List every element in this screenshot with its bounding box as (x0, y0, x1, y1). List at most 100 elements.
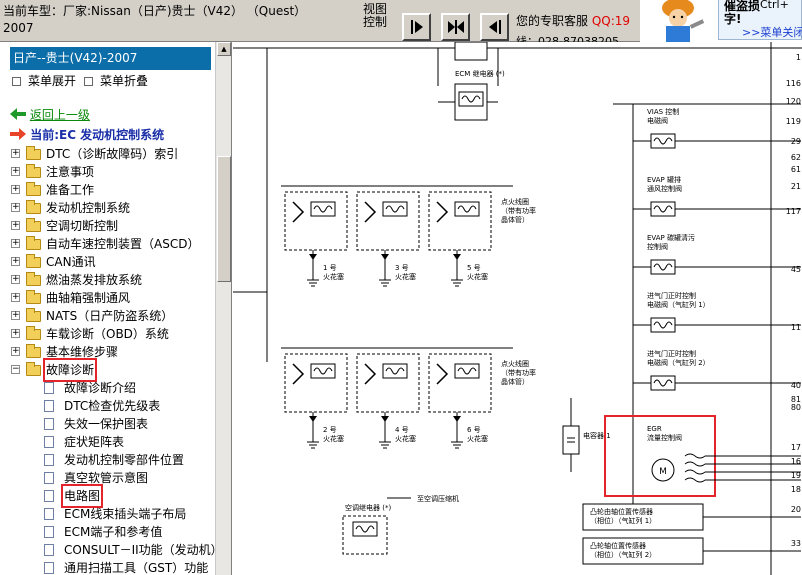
tree-folder-item[interactable]: + 准备工作 (0, 181, 215, 199)
tree-folder-item[interactable]: + CAN通讯 (0, 253, 215, 271)
tree-folder-item[interactable]: + 基本维修步骤 (0, 343, 215, 361)
spark-plug-number: 6 号 (467, 426, 481, 434)
tree-page-label[interactable]: 电路图 (60, 484, 104, 508)
tree-page-label[interactable]: ECM端子和参考值 (64, 525, 163, 539)
ignition-coil-winding (454, 201, 480, 217)
tree-folder-label[interactable]: 准备工作 (46, 183, 95, 197)
tree-folder-item[interactable]: + NATS（日产防盗系统） (0, 307, 215, 325)
back-up-label: 返回上一级 (29, 108, 90, 122)
expand-toggle-icon[interactable]: + (11, 274, 20, 284)
coil-winding (653, 137, 673, 145)
tree-page-label[interactable]: 通用扫描工具（GST）功能 (64, 561, 209, 575)
ecm-pin-number: 21 (791, 182, 801, 191)
tree-folder-label[interactable]: 故障诊断 (42, 358, 98, 382)
sidebar-scrollbar[interactable]: ▲ (215, 42, 231, 575)
tree-folder-label[interactable]: CAN通讯 (46, 255, 96, 269)
tree-folder-label[interactable]: 空调切断控制 (46, 219, 119, 233)
forward-button[interactable] (402, 13, 431, 41)
tree-page-item[interactable]: 电路图 (0, 484, 215, 508)
document-icon (44, 526, 54, 538)
tree-folder-label[interactable]: 自动车速控制装置（ASCD） (46, 237, 200, 251)
ivt2-label: 电磁阀（气缸列 2） (647, 358, 710, 367)
tree-folder-label[interactable]: 基本维修步骤 (46, 345, 119, 359)
tree-folder-label[interactable]: 发动机控制系统 (46, 201, 131, 215)
tree-folder-label[interactable]: 车载诊断（OBD）系统 (46, 327, 169, 341)
expand-toggle-icon[interactable]: + (11, 346, 20, 356)
collapse-menu-button[interactable]: 菜单折叠 (84, 74, 148, 88)
tree-folder-label[interactable]: 注意事项 (46, 165, 95, 179)
tree-page-item[interactable]: ECM线束插头端子布局 (0, 505, 215, 523)
document-icon (44, 436, 54, 448)
expand-toggle-icon[interactable]: + (11, 238, 20, 248)
tree-page-item[interactable]: ECM端子和参考值 (0, 523, 215, 541)
tree-page-item[interactable]: 症状矩阵表 (0, 433, 215, 451)
tree-folder-item[interactable]: − 故障诊断 (0, 358, 215, 382)
tree-page-item[interactable]: 通用扫描工具（GST）功能 (0, 559, 215, 575)
view-control-label: 视图 控制 (363, 3, 387, 29)
tree-folder-item[interactable]: + DTC（诊断故障码）索引 (0, 145, 215, 163)
tree-page-item[interactable]: 失效一保护图表 (0, 415, 215, 433)
view-control-line-2: 控制 (363, 15, 388, 29)
expand-toggle-icon[interactable]: + (11, 202, 20, 212)
tree-folder-item[interactable]: + 曲轴箱强制通风 (0, 289, 215, 307)
close-menu-link[interactable]: >>菜单关闭 (742, 26, 802, 39)
scrollbar-thumb[interactable] (217, 156, 231, 282)
expand-toggle-icon[interactable]: + (11, 292, 20, 302)
expand-menu-button[interactable]: 菜单展开 (12, 74, 76, 88)
tree-folder-label[interactable]: 燃油蒸发排放系统 (46, 273, 143, 287)
tree-folder-item[interactable]: + 车载诊断（OBD）系统 (0, 325, 215, 343)
tree-page-label[interactable]: 故障诊断介绍 (64, 381, 137, 395)
spark-plug-number: 4 号 (395, 426, 409, 434)
scroll-up-arrow[interactable]: ▲ (217, 42, 231, 56)
tree-folder-label[interactable]: 曲轴箱强制通风 (46, 291, 131, 305)
cam-sensor-1-label: （相位）（气缸列 1） (590, 516, 656, 525)
tree-page-label[interactable]: CONSULT－II功能（发动机） (64, 543, 223, 557)
tree-folder-label[interactable]: DTC（诊断故障码）索引 (46, 147, 179, 161)
ecm-pin-number: 119 (786, 117, 801, 126)
coil-winding (457, 367, 477, 375)
tree-page-label[interactable]: 发动机控制零部件位置 (64, 453, 185, 467)
tree-page-label[interactable]: 失效一保护图表 (64, 417, 149, 431)
expand-toggle-icon[interactable]: + (11, 148, 20, 158)
collapse-toggle-icon[interactable]: − (11, 364, 20, 374)
back-button[interactable] (480, 13, 509, 41)
coil-box (650, 317, 676, 333)
egr-label: EGR (647, 425, 662, 433)
expand-toggle-icon[interactable]: + (11, 220, 20, 230)
tree-page-label[interactable]: 真空软管示意图 (64, 471, 149, 485)
tree-page-label[interactable]: DTC检查优先级表 (64, 399, 161, 413)
expand-toggle-icon[interactable]: + (11, 166, 20, 176)
center-button[interactable] (441, 13, 470, 41)
ignition-coil-winding (382, 363, 408, 379)
ground-icon (379, 279, 391, 287)
tree-folder-item[interactable]: + 自动车速控制装置（ASCD） (0, 235, 215, 253)
service-qq[interactable]: QQ:19 (591, 14, 631, 28)
tree-page-item[interactable]: 真空软管示意图 (0, 469, 215, 487)
tree-page-item[interactable]: 故障诊断介绍 (0, 379, 215, 397)
tree-page-item[interactable]: CONSULT－II功能（发动机） (0, 541, 223, 559)
ecm-pin-number: 45 (791, 265, 801, 274)
ecm-pin-number: 17 (791, 443, 801, 452)
folder-icon (26, 200, 41, 214)
tree-page-item[interactable]: 发动机控制零部件位置 (0, 451, 215, 469)
tree-folder-item[interactable]: + 注意事项 (0, 163, 215, 181)
tree-page-label[interactable]: 症状矩阵表 (64, 435, 125, 449)
expand-toggle-icon[interactable]: + (11, 256, 20, 266)
tree-folder-label[interactable]: NATS（日产防盗系统） (46, 309, 174, 323)
spark-plug-label: 火花塞 (395, 272, 416, 281)
ignition-coil-label-top: 点火线圈 (501, 197, 529, 206)
tree-folder-item[interactable]: + 空调切断控制 (0, 217, 215, 235)
expand-toggle-icon[interactable]: + (11, 328, 20, 338)
expand-toggle-icon[interactable]: + (11, 184, 20, 194)
tree-folder-item[interactable]: + 发动机控制系统 (0, 199, 215, 217)
service-tel: 线：028-87038205 (516, 35, 619, 42)
coil-box (382, 201, 408, 217)
ground-icon (307, 279, 319, 287)
back-up-link[interactable]: 返回上一级 (10, 108, 90, 122)
tree-folder-item[interactable]: + 燃油蒸发排放系统 (0, 271, 215, 289)
menu-tree: + DTC（诊断故障码）索引 + 注意事项 + 准备工作 + 发动机控制系统 + 空调切断控制 + 自… (0, 145, 223, 575)
tree-page-item[interactable]: DTC检查优先级表 (0, 397, 215, 415)
tree-page-label[interactable]: ECM线束插头端子布局 (64, 507, 187, 521)
ecm-pin-number: 117 (786, 207, 801, 216)
expand-toggle-icon[interactable]: + (11, 310, 20, 320)
